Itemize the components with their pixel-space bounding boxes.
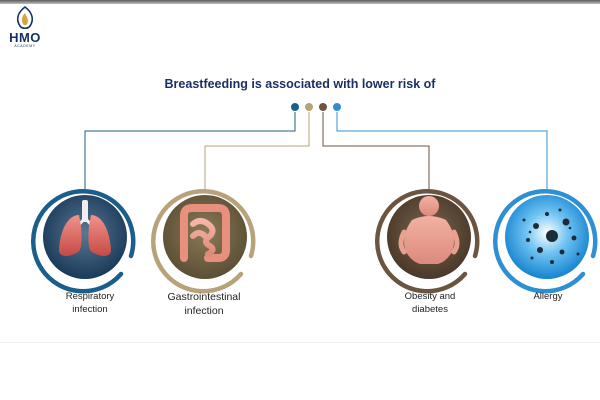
empty-area <box>0 342 600 400</box>
gastro-ring-arc <box>151 188 256 294</box>
respiratory-circle <box>43 195 127 279</box>
connector-gastro <box>204 112 310 190</box>
dot-gastro <box>305 103 313 111</box>
label-gastro-line2: infection <box>184 305 224 317</box>
obesity-ring-arc <box>375 188 480 294</box>
window-top-bar <box>0 0 600 4</box>
label-obesity: Obesity and diabetes <box>380 290 480 316</box>
obesity-node <box>375 188 480 294</box>
label-obesity-line2: diabetes <box>412 304 448 315</box>
label-gastro-line1: Gastrointestinal <box>167 291 241 303</box>
label-gastro: Gastrointestinal infection <box>144 290 264 318</box>
label-allergy-line1: Allergy <box>533 291 563 302</box>
gastro-node <box>151 188 256 294</box>
logo-name: HMO <box>9 30 41 45</box>
dot-obesity <box>319 103 327 111</box>
label-respiratory-line2: infection <box>72 304 108 315</box>
allergy-ring-arc <box>493 188 598 294</box>
lungs-icon <box>59 200 111 256</box>
label-obesity-line1: Obesity and <box>404 291 456 302</box>
respiratory-ring-arc <box>31 188 136 294</box>
logo: HMO ACADEMY <box>6 6 44 49</box>
dot-respiratory <box>291 103 299 111</box>
connector-allergy <box>336 112 548 190</box>
label-allergy: Allergy <box>498 290 598 303</box>
connector-respiratory <box>84 112 296 190</box>
dot-allergy <box>333 103 341 111</box>
connector-obesity <box>322 112 430 190</box>
flame-logo-icon <box>16 6 34 30</box>
allergen-particles-icon <box>522 208 580 264</box>
diagram-title: Breastfeeding is associated with lower r… <box>164 77 436 91</box>
slide-panel <box>0 4 600 342</box>
intestine-icon <box>180 204 230 262</box>
obese-figure-icon <box>398 196 460 264</box>
respiratory-node <box>31 188 136 294</box>
label-respiratory: Respiratory infection <box>40 290 140 316</box>
allergy-node <box>493 188 598 294</box>
logo-subtitle: ACADEMY <box>14 44 36 48</box>
label-respiratory-line1: Respiratory <box>65 291 115 302</box>
